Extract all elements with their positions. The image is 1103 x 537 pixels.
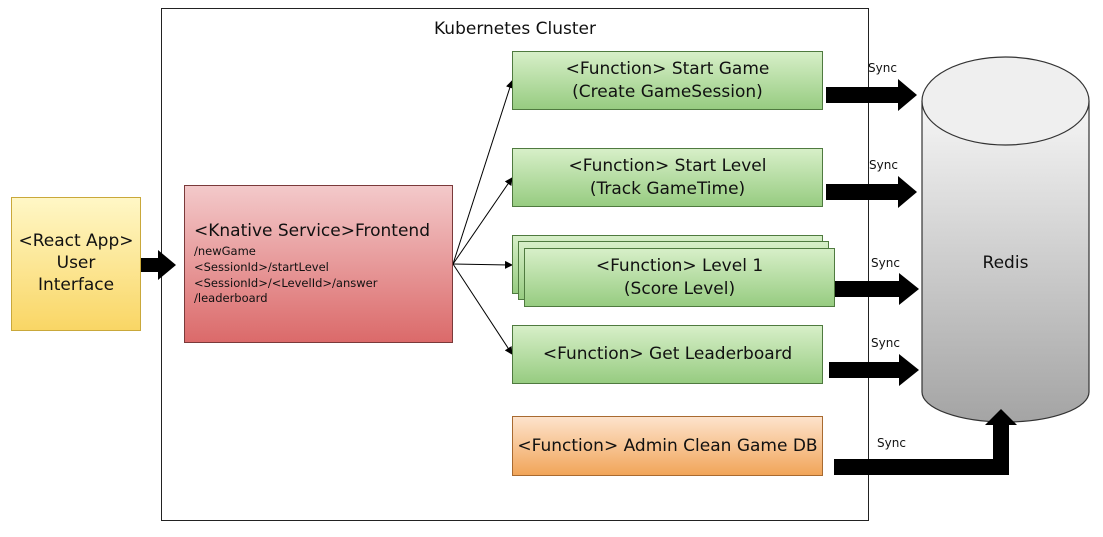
connector-leaderboard <box>452 263 513 355</box>
react-app-line-3: Interface <box>37 274 115 295</box>
function-start-game-title: <Function> Start Game <box>565 59 770 80</box>
function-admin-clean-game-db: <Function> Admin Clean Game DB <box>512 416 823 476</box>
route-answer: <SessionId>/<LevelId>/answer <box>194 275 378 290</box>
function-start-game: <Function> Start Game (Create GameSessio… <box>512 51 823 110</box>
cluster-title: Kubernetes Cluster <box>434 19 596 39</box>
sync-arrow-start-level <box>826 176 917 208</box>
sync-arrow-admin <box>834 409 1017 475</box>
function-start-level-title: <Function> Start Level <box>568 156 767 177</box>
sync-label-start-game: Sync <box>868 61 897 75</box>
route-new-game: /newGame <box>194 244 256 259</box>
function-level-1-title: <Function> Level 1 <box>595 256 764 277</box>
react-app-line-1: <React App> <box>18 231 134 252</box>
function-start-level-subtitle: (Track GameTime) <box>589 178 746 199</box>
sync-label-leaderboard: Sync <box>871 336 900 350</box>
redis-label: Redis <box>982 253 1029 273</box>
connector-start-level <box>452 177 513 265</box>
sync-arrow-start-game <box>826 79 917 111</box>
frontend-title: <Knative Service>Frontend <box>194 221 430 242</box>
function-admin-title: <Function> Admin Clean Game DB <box>517 436 818 456</box>
function-start-game-subtitle: (Create GameSession) <box>572 81 763 102</box>
react-app-line-2: User <box>56 253 96 274</box>
route-start-level: <SessionId>/startLevel <box>194 259 329 274</box>
sync-arrow-leaderboard <box>829 354 919 386</box>
function-level-1: <Function> Level 1 (Score Level) <box>524 248 835 307</box>
sync-label-level-1: Sync <box>871 256 900 270</box>
react-app-user-interface: <React App> User Interface <box>11 197 141 331</box>
knative-frontend-service: <Knative Service>Frontend /newGame <Sess… <box>184 185 453 343</box>
route-leaderboard: /leaderboard <box>194 291 268 306</box>
function-get-leaderboard-title: <Function> Get Leaderboard <box>542 344 793 365</box>
function-get-leaderboard: <Function> Get Leaderboard <box>512 325 823 384</box>
connector-level-1 <box>452 260 513 269</box>
sync-arrow-level-1 <box>829 273 919 305</box>
redis-cylinder <box>921 56 1090 423</box>
function-start-level: <Function> Start Level (Track GameTime) <box>512 148 823 207</box>
arrow-ui-to-frontend <box>128 250 176 280</box>
sync-label-admin: Sync <box>877 436 906 450</box>
function-level-1-subtitle: (Score Level) <box>623 278 736 299</box>
connector-start-game <box>452 80 514 265</box>
sync-label-start-level: Sync <box>869 158 898 172</box>
